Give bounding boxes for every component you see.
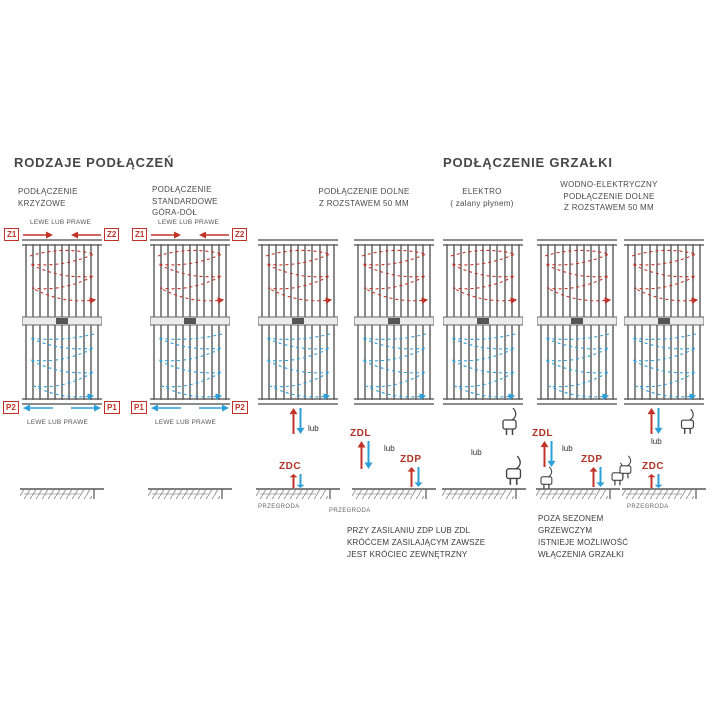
- floor-section-col6: [536, 488, 620, 500]
- flow-pair-col6-left: [540, 441, 556, 467]
- radiator-electric: [443, 238, 523, 406]
- heading-electric: ELEKTRO ( zalany płynem): [450, 187, 514, 208]
- floor-section-col7: [622, 488, 706, 500]
- or-label-col4: lub: [384, 444, 395, 453]
- side-option-top-1: LEWE LUB PRAWE: [30, 219, 92, 226]
- or-label-col3: lub: [308, 424, 319, 433]
- port-p1-col1: P1: [104, 401, 120, 414]
- arrow-supply-right-col2: [199, 231, 229, 239]
- section-title-connections: RODZAJE PODŁĄCZEŃ: [14, 155, 175, 170]
- arrow-supply-right-col1: [71, 231, 101, 239]
- radiator-water-electric-zdc: [624, 238, 704, 406]
- side-option-bottom-1: LEWE LUB PRAWE: [27, 419, 89, 426]
- port-z1-col2: Z1: [132, 228, 148, 241]
- port-z2-col2: Z2: [232, 228, 248, 241]
- connector-zdc-col3: ZDC: [279, 461, 302, 472]
- heater-plug-icon-col7-left: [619, 455, 632, 479]
- connector-zdp-col6: ZDP: [581, 454, 603, 465]
- radiator-standard: [150, 238, 230, 406]
- arrow-return-left-col1: [23, 404, 53, 412]
- arrow-return-left-col2: [151, 404, 181, 412]
- partition-label-col3: PRZEGRODA: [258, 504, 300, 510]
- note-supply-connector: PRZY ZASILANIU ZDP LUB ZDL KRÓĆCEM ZASIL…: [347, 526, 486, 559]
- arrow-return-right-col2: [199, 404, 229, 412]
- side-option-bottom-2: LEWE LUB PRAWE: [155, 419, 217, 426]
- arrow-supply-left-col1: [23, 231, 53, 239]
- flow-pair-col4-left: [357, 441, 373, 469]
- radiator-bottom-zdl-zdp: [354, 238, 434, 406]
- port-p2-col2: P2: [232, 401, 248, 414]
- port-p2-col1: P2: [3, 401, 19, 414]
- heading-cross: PODŁĄCZENIE KRZYŻOWE: [18, 187, 78, 208]
- floor-section-col1: [20, 488, 104, 500]
- or-label-col6: lub: [562, 444, 573, 453]
- radiator-cross: [22, 238, 102, 406]
- radiator-water-electric-zdl-zdp: [537, 238, 617, 406]
- heading-water-electric: WODNO-ELEKTRYCZNY PODŁĄCZENIE DOLNE Z RO…: [560, 180, 658, 213]
- flow-pair-col6-right: [589, 467, 605, 487]
- partition-label-col4: PRZEGRODA: [329, 508, 371, 514]
- port-z1-col1: Z1: [4, 228, 20, 241]
- side-option-top-2: LEWE LUB PRAWE: [158, 219, 220, 226]
- heading-standard: PODŁĄCZENIE STANDARDOWE GÓRA-DÓŁ: [152, 185, 218, 218]
- radiator-bottom-zdc: [258, 238, 338, 406]
- arrow-return-right-col1: [71, 404, 101, 412]
- heater-plug-icon-col5-bottom: [505, 455, 522, 486]
- connector-zdp-col4: ZDP: [400, 454, 422, 465]
- port-z2-col1: Z2: [104, 228, 120, 241]
- floor-section-col5: [442, 488, 526, 500]
- partition-label-col7: PRZEGRODA: [627, 504, 669, 510]
- or-label-col7: lub: [651, 437, 662, 446]
- heater-plug-icon-col7-top: [680, 408, 695, 435]
- flow-pair-col7-top: [647, 408, 663, 434]
- note-heater-offseason: POZA SEZONEM GRZEWCZYM ISTNIEJE MOŻLIWOŚ…: [538, 514, 629, 559]
- connector-zdl-col4: ZDL: [350, 428, 371, 439]
- heading-bottom50: PODŁĄCZENIE DOLNE Z ROZSTAWEM 50 MM: [318, 187, 410, 208]
- connector-zdl-col6: ZDL: [532, 428, 553, 439]
- floor-section-col3: [256, 488, 340, 500]
- or-label-col5: lub: [471, 448, 482, 457]
- floor-section-col4: [352, 488, 436, 500]
- flow-pair-col3-top: [289, 408, 305, 434]
- section-title-heater: PODŁĄCZENIE GRZAŁKI: [443, 155, 613, 170]
- heater-plug-icon-col5-top: [502, 407, 517, 436]
- floor-section-col2: [148, 488, 232, 500]
- flow-pair-col4-right: [407, 467, 423, 487]
- connector-zdc-col7: ZDC: [642, 461, 665, 472]
- arrow-supply-left-col2: [151, 231, 181, 239]
- port-p1-col2: P1: [131, 401, 147, 414]
